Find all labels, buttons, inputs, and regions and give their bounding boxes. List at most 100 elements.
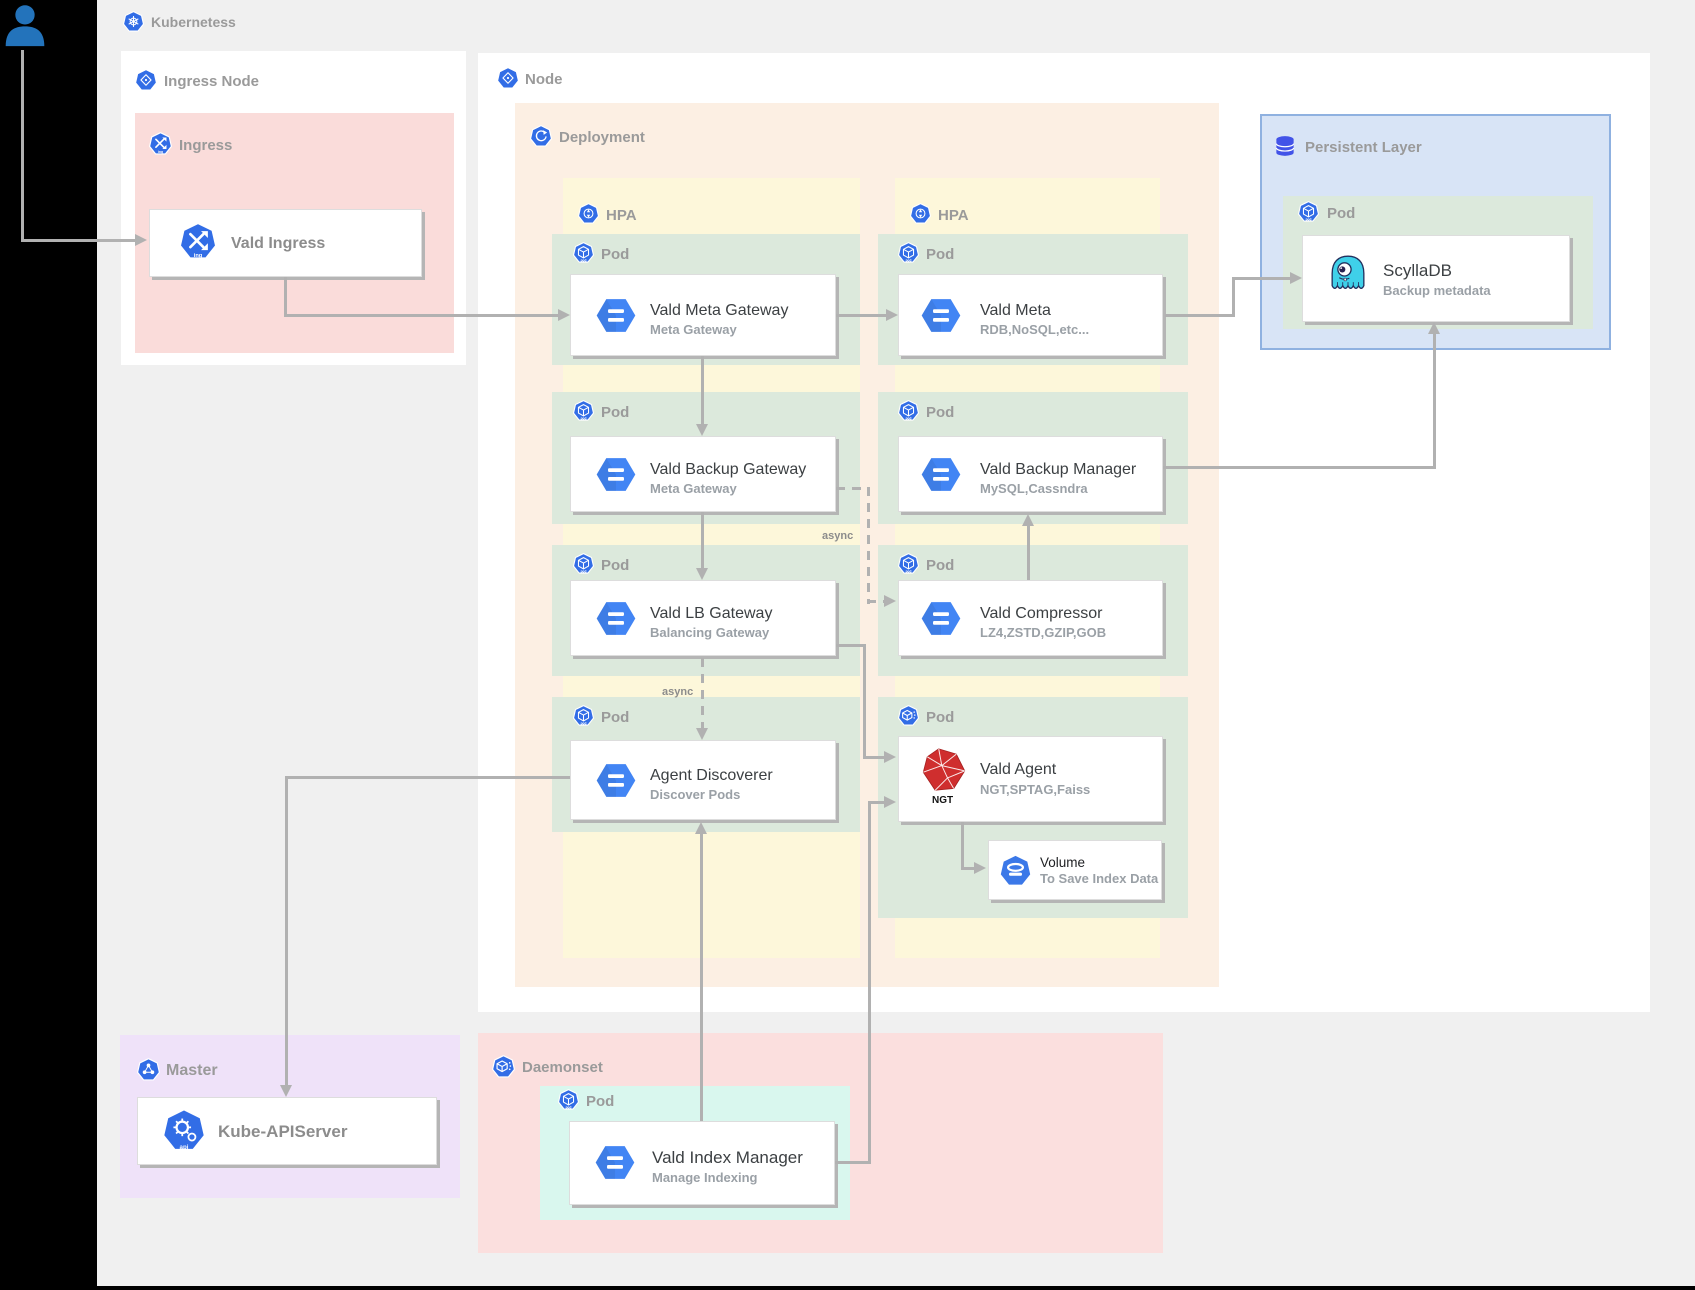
compute-hexagon-icon [595, 456, 637, 493]
vald-ingress-icon [179, 222, 217, 260]
edge-indexmgr-discoverer-v [700, 834, 703, 1121]
master-icon [137, 1058, 160, 1081]
pod-icon [558, 1089, 579, 1110]
scylladb-subtitle: Backup metadata [1383, 283, 1491, 298]
volume-title: Volume [1040, 855, 1086, 870]
pod-label: Pod [601, 709, 630, 726]
compute-hexagon-icon [920, 600, 962, 637]
hpa-right-title: HPA [938, 207, 969, 224]
kubernetes-logo-icon [123, 11, 144, 32]
edge-compressor-backupmgr-v [1027, 522, 1030, 580]
edge-backupgw-compressor-dash-h1 [836, 487, 870, 490]
compute-hexagon-icon [595, 600, 637, 637]
edge-backupgw-compressor-dash-v [867, 487, 870, 604]
pod-icon [573, 242, 594, 263]
edge-metagw-backupgw-v [701, 356, 704, 426]
edge-ingress-metagw-v [284, 277, 287, 317]
edge-backupgw-lbgw-v [701, 512, 704, 570]
edge-lbgw-agent-h2 [863, 756, 887, 759]
edge-agent-volume-v [961, 822, 964, 870]
compressor-card [898, 580, 1163, 656]
vald-ingress-title: Vald Ingress [231, 235, 326, 252]
persistent-layer-title: Persistent Layer [1305, 139, 1422, 156]
compute-hexagon-icon [920, 297, 962, 334]
edge-ingress-metagw-h [284, 314, 560, 317]
arrowhead [696, 728, 708, 740]
meta-gateway-title: Vald Meta Gateway [650, 302, 789, 319]
pod-icon [898, 705, 919, 726]
vald-meta-title: Vald Meta [980, 302, 1051, 319]
daemonset-title: Daemonset [522, 1059, 603, 1076]
hpa-icon [578, 203, 599, 224]
edge-discoverer-apiserver-h [285, 776, 570, 779]
agent-discoverer-title: Agent Discoverer [650, 767, 773, 784]
hpa-left-title: HPA [606, 207, 637, 224]
arrowhead [974, 862, 986, 874]
arrowhead [884, 751, 896, 763]
pod-label: Pod [926, 246, 955, 263]
compute-hexagon-icon [594, 1144, 636, 1181]
arrowhead [695, 822, 707, 834]
edge-backupgw-compressor-dash-h2 [867, 600, 887, 603]
pod-icon [1298, 201, 1319, 222]
pod-label: Pod [601, 404, 630, 421]
pod-label: Pod [601, 246, 630, 263]
index-manager-title: Vald Index Manager [652, 1148, 803, 1167]
edge-meta-scylla-h2 [1232, 277, 1292, 280]
edge-user-ingress-h [21, 239, 137, 242]
vald-agent-subtitle: NGT,SPTAG,Faiss [980, 782, 1091, 797]
node-icon [135, 69, 157, 91]
compute-hexagon-icon [595, 762, 637, 799]
volume-icon [1000, 855, 1031, 886]
scylladb-title: ScyllaDB [1383, 261, 1452, 280]
pod-icon [573, 400, 594, 421]
vald-agent-title: Vald Agent [980, 761, 1057, 778]
vald-meta-subtitle: RDB,NoSQL,etc... [980, 322, 1090, 337]
ingress-icon [149, 132, 172, 155]
edge-meta-scylla-v [1232, 277, 1235, 317]
compressor-title: Vald Compressor [980, 605, 1103, 622]
arrowhead [696, 424, 708, 436]
master-title: Master [166, 1062, 218, 1079]
async-label-backup: async [822, 530, 854, 542]
pod-label: Pod [1327, 205, 1356, 222]
pod-label: Pod [926, 709, 955, 726]
ingress-node-title: Ingress Node [164, 73, 260, 90]
pod-label: Pod [926, 557, 955, 574]
pod-label: Pod [926, 404, 955, 421]
arrowhead [280, 1085, 292, 1097]
compressor-subtitle: LZ4,ZSTD,GZIP,GOB [980, 625, 1107, 640]
backup-gateway-subtitle: Meta Gateway [650, 481, 737, 496]
agent-discoverer-subtitle: Discover Pods [650, 787, 741, 802]
kube-apiserver-title: Kube-APIServer [218, 1122, 348, 1141]
deployment-title: Deployment [559, 129, 645, 146]
arrowhead [884, 796, 896, 808]
edge-indexmgr-agent-h1 [835, 1161, 871, 1164]
vald-ingress-card [149, 209, 422, 277]
arrowhead [1428, 322, 1440, 334]
edge-backupmgr-scylla-h [1163, 466, 1436, 469]
arrowhead [135, 234, 147, 246]
edge-backupmgr-scylla-v [1433, 330, 1436, 469]
kubernetes-title: Kubernetess [151, 14, 236, 30]
api-icon [162, 1108, 206, 1152]
edge-lbgw-agent-h1 [836, 644, 866, 647]
pod-icon [573, 705, 594, 726]
meta-gateway-subtitle: Meta Gateway [650, 322, 737, 337]
edge-discoverer-apiserver-v [285, 776, 288, 1085]
pod-icon [898, 242, 919, 263]
edge-lbgw-discoverer-dashed [701, 658, 704, 730]
edge-agent-volume-h [961, 867, 977, 870]
deployment-icon [530, 125, 552, 147]
pod-label: Pod [586, 1093, 615, 1110]
pod-icon [898, 400, 919, 421]
ingress-title: Ingress [179, 137, 233, 154]
hpa-icon [910, 203, 931, 224]
backup-manager-title: Vald Backup Manager [980, 461, 1137, 478]
ngt-icon-label: NGT [932, 795, 954, 806]
async-label-discover: async [662, 686, 694, 698]
user-icon [2, 0, 48, 50]
edge-indexmgr-agent-v [868, 801, 871, 1164]
lb-gateway-subtitle: Balancing Gateway [650, 625, 770, 640]
